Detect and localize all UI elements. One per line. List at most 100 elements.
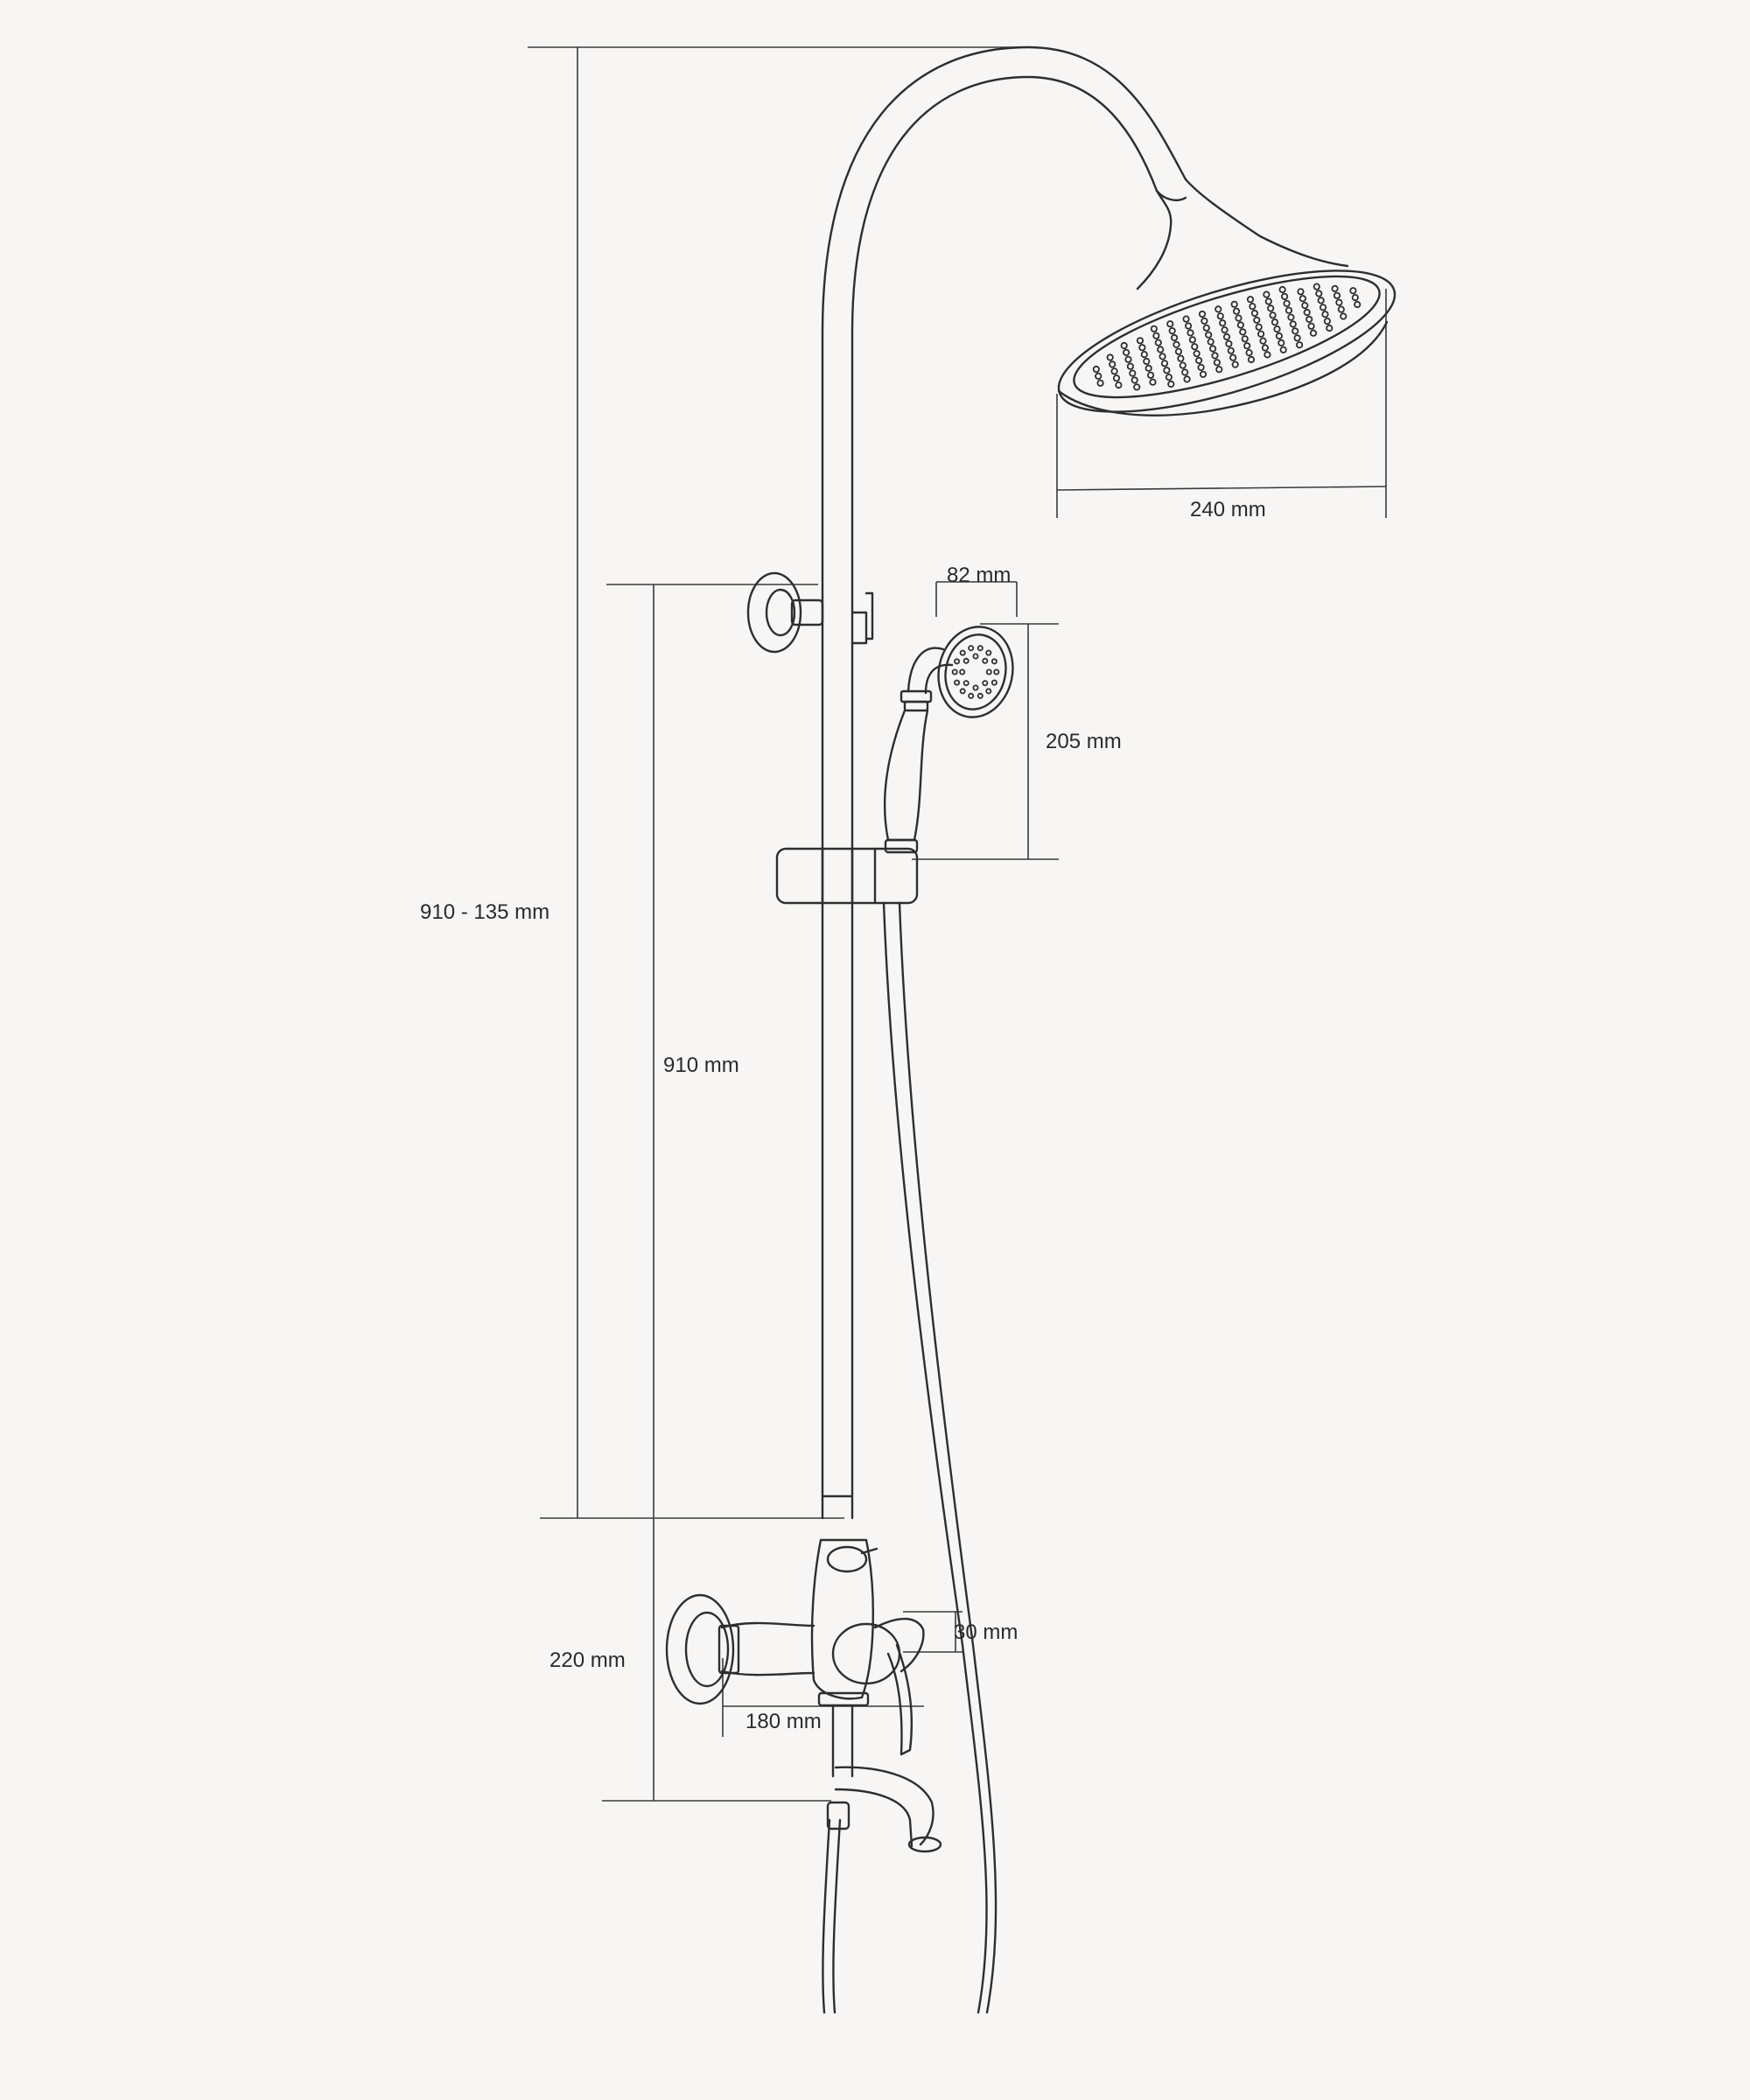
rain-head-diameter-label: 240 mm [1190, 498, 1266, 522]
nozzle-dot [982, 680, 989, 687]
nozzle-dot [1202, 324, 1210, 332]
nozzle-dot [1147, 371, 1155, 379]
mixer-body [665, 1538, 925, 1778]
nozzle-dot [1216, 312, 1224, 320]
nozzle-dot [1337, 305, 1345, 313]
nozzle-dot [1227, 346, 1235, 354]
nozzle-dot [1154, 339, 1162, 346]
nozzle-dot [1275, 332, 1284, 340]
nozzle-dot [1278, 339, 1285, 346]
nozzle-dot [1233, 307, 1241, 315]
nozzle-dot [1267, 304, 1275, 312]
nozzle-dot [1110, 368, 1118, 375]
nozzle-dot [1126, 362, 1135, 370]
nozzle-dot [1279, 346, 1287, 354]
nozzle-dot [1092, 365, 1100, 374]
nozzle-dot [1157, 346, 1165, 354]
hand-nozzles [951, 645, 1000, 699]
nozzle-dot [1221, 326, 1228, 334]
nozzle-dot [985, 668, 992, 676]
nozzle-dot [1144, 364, 1152, 372]
nozzle-dot [1229, 354, 1237, 361]
nozzle-dot [1293, 334, 1301, 342]
nozzle-dot [1273, 325, 1281, 333]
nozzle-dot [1214, 305, 1222, 313]
nozzle-dot [1264, 351, 1271, 359]
nozzle-dot [1287, 313, 1295, 321]
nozzle-dot [951, 668, 958, 676]
nozzle-dot [954, 679, 961, 686]
nozzle-dot [1281, 292, 1289, 300]
nozzle-dot [1253, 316, 1261, 324]
nozzle-dot [1306, 315, 1313, 323]
nozzle-dot [1331, 284, 1339, 292]
nozzle-dot [1296, 341, 1304, 349]
wall-bracket-top [746, 571, 874, 654]
nozzle-dot [1183, 375, 1191, 383]
nozzle-dot [1197, 363, 1205, 371]
nozzle-dot [1193, 349, 1200, 358]
nozzle-dot [1168, 326, 1176, 335]
nozzle-dot [1182, 315, 1190, 323]
nozzle-dot [1231, 360, 1239, 368]
nozzle-dot [1120, 341, 1128, 350]
shower-rail [821, 46, 1187, 1520]
nozzle-dot [1335, 298, 1343, 306]
nozzle-dot [1163, 367, 1171, 374]
nozzle-dot [1243, 342, 1251, 350]
rail-height-label: 910 mm [663, 1054, 739, 1077]
nozzle-dot [1247, 355, 1256, 364]
nozzle-dot [962, 657, 970, 664]
nozzle-dot [1195, 356, 1203, 365]
nozzle-dot [1152, 332, 1160, 340]
nozzle-dot [1259, 337, 1267, 345]
nozzle-dot [1269, 312, 1277, 319]
nozzle-dot [985, 649, 992, 656]
nozzle-dot [959, 668, 966, 676]
nozzle-dot [1167, 380, 1175, 388]
nozzle-dot [972, 653, 979, 660]
nozzle-dot [1177, 354, 1185, 362]
nozzle-dot [1241, 335, 1249, 343]
nozzle-dot [1250, 309, 1259, 318]
nozzle-dot [1200, 317, 1208, 325]
nozzle-dot [1261, 344, 1270, 352]
nozzle-dot [1315, 290, 1323, 298]
nozzle-dot [1149, 378, 1157, 386]
nozzle-dot [1317, 297, 1325, 304]
nozzle-dot [1219, 319, 1227, 327]
handle-offset-label: 30 mm [954, 1620, 1018, 1644]
nozzle-dot [1199, 370, 1208, 378]
nozzle-dot [1209, 345, 1217, 353]
nozzle-dot [1222, 332, 1231, 341]
nozzle-dot [1109, 360, 1116, 368]
nozzle-dot [1303, 308, 1311, 317]
nozzle-dot [985, 688, 992, 695]
nozzle-dot [1207, 338, 1214, 346]
flexible-hose [822, 901, 998, 2014]
nozzle-dot [1264, 298, 1272, 305]
nozzle-dot [1140, 350, 1148, 359]
nozzle-dot [1112, 374, 1121, 382]
nozzle-dot [968, 692, 975, 699]
nozzle-dot [954, 658, 961, 665]
nozzle-dot [1284, 306, 1293, 314]
nozzle-dot [1340, 312, 1348, 320]
nozzle-dot [993, 668, 1000, 676]
nozzle-dot [1181, 368, 1189, 376]
nozzle-dot [1106, 354, 1114, 361]
nozzle-dot [1323, 317, 1332, 326]
slider-holder [775, 847, 919, 905]
nozzle-dot [1354, 300, 1362, 309]
nozzle-dot [982, 657, 989, 664]
nozzle-dot [1138, 344, 1146, 352]
nozzle-dot [1171, 333, 1179, 342]
nozzle-dot [972, 684, 979, 691]
nozzle-dot [1129, 369, 1137, 377]
nozzle-dot [1136, 337, 1144, 345]
hand-shower-length-label: 205 mm [1046, 730, 1122, 753]
nozzle-dot [1292, 327, 1299, 335]
nozzle-dot [1301, 301, 1309, 310]
nozzle-dot [1166, 320, 1174, 328]
